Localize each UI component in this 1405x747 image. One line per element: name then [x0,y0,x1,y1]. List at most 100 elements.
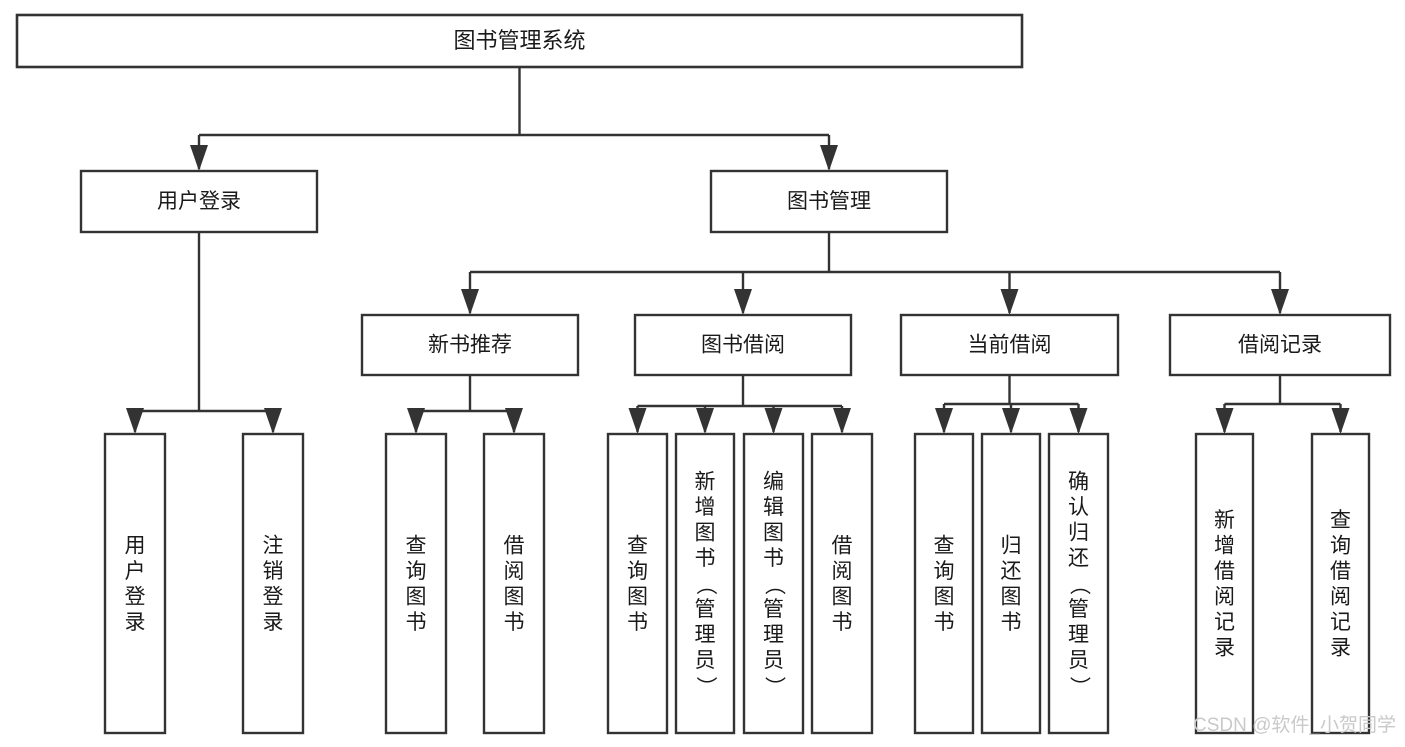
node-user-login-label: 用户登录 [157,190,241,213]
arrow-head-icon [734,289,752,315]
node-leaf-return-book-box [980,432,1042,735]
node-label-char: 归 [1001,534,1022,557]
node-book-management[interactable]: 图书管理 [709,169,949,234]
node-new-book-recommend-box [360,313,580,377]
node-label-char: 理 [1068,624,1089,647]
node-label-char: 书 [934,611,955,634]
node-label-char: 记 [1330,611,1351,634]
node-label-char: ） [694,676,717,697]
node-label-char: 图 [627,585,648,608]
arrow-head-icon [628,408,647,434]
node-label-char: 询 [934,560,955,583]
arrow-head-icon [126,408,144,434]
node-label-char: 图 [763,522,784,545]
node-label-char: 图 [406,585,427,608]
node-label-char: 书 [695,547,716,570]
node-leaf-query-book-1-box [384,432,448,735]
node-label-char: 阅 [504,560,525,583]
node-label-char: （ [763,574,786,595]
node-leaf-user-login-box [103,432,167,735]
node-label-char: 辑 [763,496,784,519]
arrow-head-icon [264,408,282,434]
node-label-char: 阅 [1214,585,1235,608]
node-leaf-user-login[interactable]: 用户登录 [103,432,167,735]
node-label-char: 管 [1068,598,1089,621]
node-label-char: 用 [125,534,146,557]
node-label-char: 图 [695,522,716,545]
connector-layer [126,67,1350,434]
node-book-borrow-box [633,313,853,377]
node-book-management-box [709,169,949,234]
arrow-head-icon [833,408,851,434]
node-current-borrow[interactable]: 当前借阅 [899,313,1120,377]
arrow-head-icon [1000,289,1019,315]
node-leaf-borrow-book-2-box [810,432,874,735]
node-leaf-confirm-return-box [1047,432,1110,735]
node-label-char: 员 [1068,649,1089,672]
node-new-book-recommend[interactable]: 新书推荐 [360,313,580,377]
node-label-char: 管 [695,598,716,621]
node-label-char: 编 [763,471,784,494]
node-leaf-user-logout-box [241,432,305,735]
node-label-char: 书 [763,547,784,570]
node-label-char: （ [1068,574,1091,595]
node-label-char: 增 [1214,534,1235,557]
node-label-char: 认 [1068,496,1089,519]
arrow-head-icon [505,408,523,434]
node-label-char: 记 [1214,611,1235,634]
node-label-char: 查 [627,534,648,557]
node-label-char: 销 [263,560,284,583]
node-label-char: 理 [695,624,716,647]
node-book-borrow[interactable]: 图书借阅 [633,313,853,377]
arrow-head-icon [820,145,838,171]
node-label-char: 管 [763,598,784,621]
node-label-char: 录 [125,611,146,634]
node-label-char: 理 [763,624,784,647]
node-label-char: 增 [695,496,716,519]
node-label-char: 登 [125,585,146,608]
arrow-head-icon [461,289,479,315]
arrow-head-icon [1271,289,1289,315]
arrow-head-icon [1002,408,1020,434]
node-label-char: 还 [1068,547,1089,570]
node-label-char: ） [1068,676,1091,697]
node-label-char: 录 [1330,636,1351,659]
node-label-char: 查 [1330,509,1351,532]
node-label-char: 归 [1068,522,1089,545]
node-label-char: 书 [406,611,427,634]
node-label-char: 图 [934,585,955,608]
node-root[interactable]: 图书管理系统 [15,13,1024,69]
node-borrow-record[interactable]: 借阅记录 [1168,313,1392,377]
arrow-head-icon [764,408,783,434]
node-leaf-query-record-box [1310,432,1371,735]
node-user-login[interactable]: 用户登录 [79,169,319,234]
arrow-head-icon [1069,408,1088,434]
node-label-char: 书 [627,611,648,634]
node-current-borrow-box [899,313,1120,377]
node-label-char: 图 [1001,585,1022,608]
node-label-char: 查 [406,534,427,557]
node-label-char: 阅 [832,560,853,583]
node-label-char: 户 [125,560,146,583]
arrow-head-icon [407,408,425,434]
node-label-char: ） [763,676,786,697]
node-label-char: 借 [1330,560,1351,583]
node-label-char: 借 [832,534,853,557]
node-leaf-borrow-book-1-box [482,432,546,735]
node-label-char: 借 [1214,560,1235,583]
node-label-char: 查 [934,534,955,557]
node-leaf-edit-book-box [742,432,805,735]
